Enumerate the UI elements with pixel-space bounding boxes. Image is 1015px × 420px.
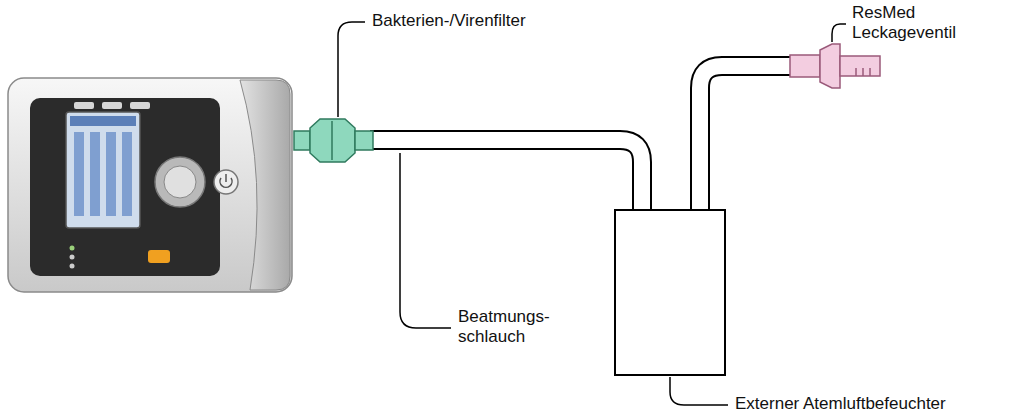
part-label: Externer Atemluftbefeuchter xyxy=(735,394,946,414)
leader-line xyxy=(338,22,365,117)
part-label: ResMed Leckageventil xyxy=(852,3,956,44)
humidifier-box xyxy=(615,210,725,375)
ventilator-device xyxy=(8,78,292,292)
leak-valve-symbol xyxy=(790,44,880,88)
leader-line xyxy=(400,153,451,328)
filter-symbol xyxy=(294,119,373,162)
part-label: Bakterien-/Virenfilter xyxy=(372,11,526,31)
leader-line xyxy=(670,377,728,405)
part-label: Beatmungs- schlauch xyxy=(458,307,550,348)
leader-line xyxy=(832,24,846,42)
breathing-tube xyxy=(370,66,794,214)
